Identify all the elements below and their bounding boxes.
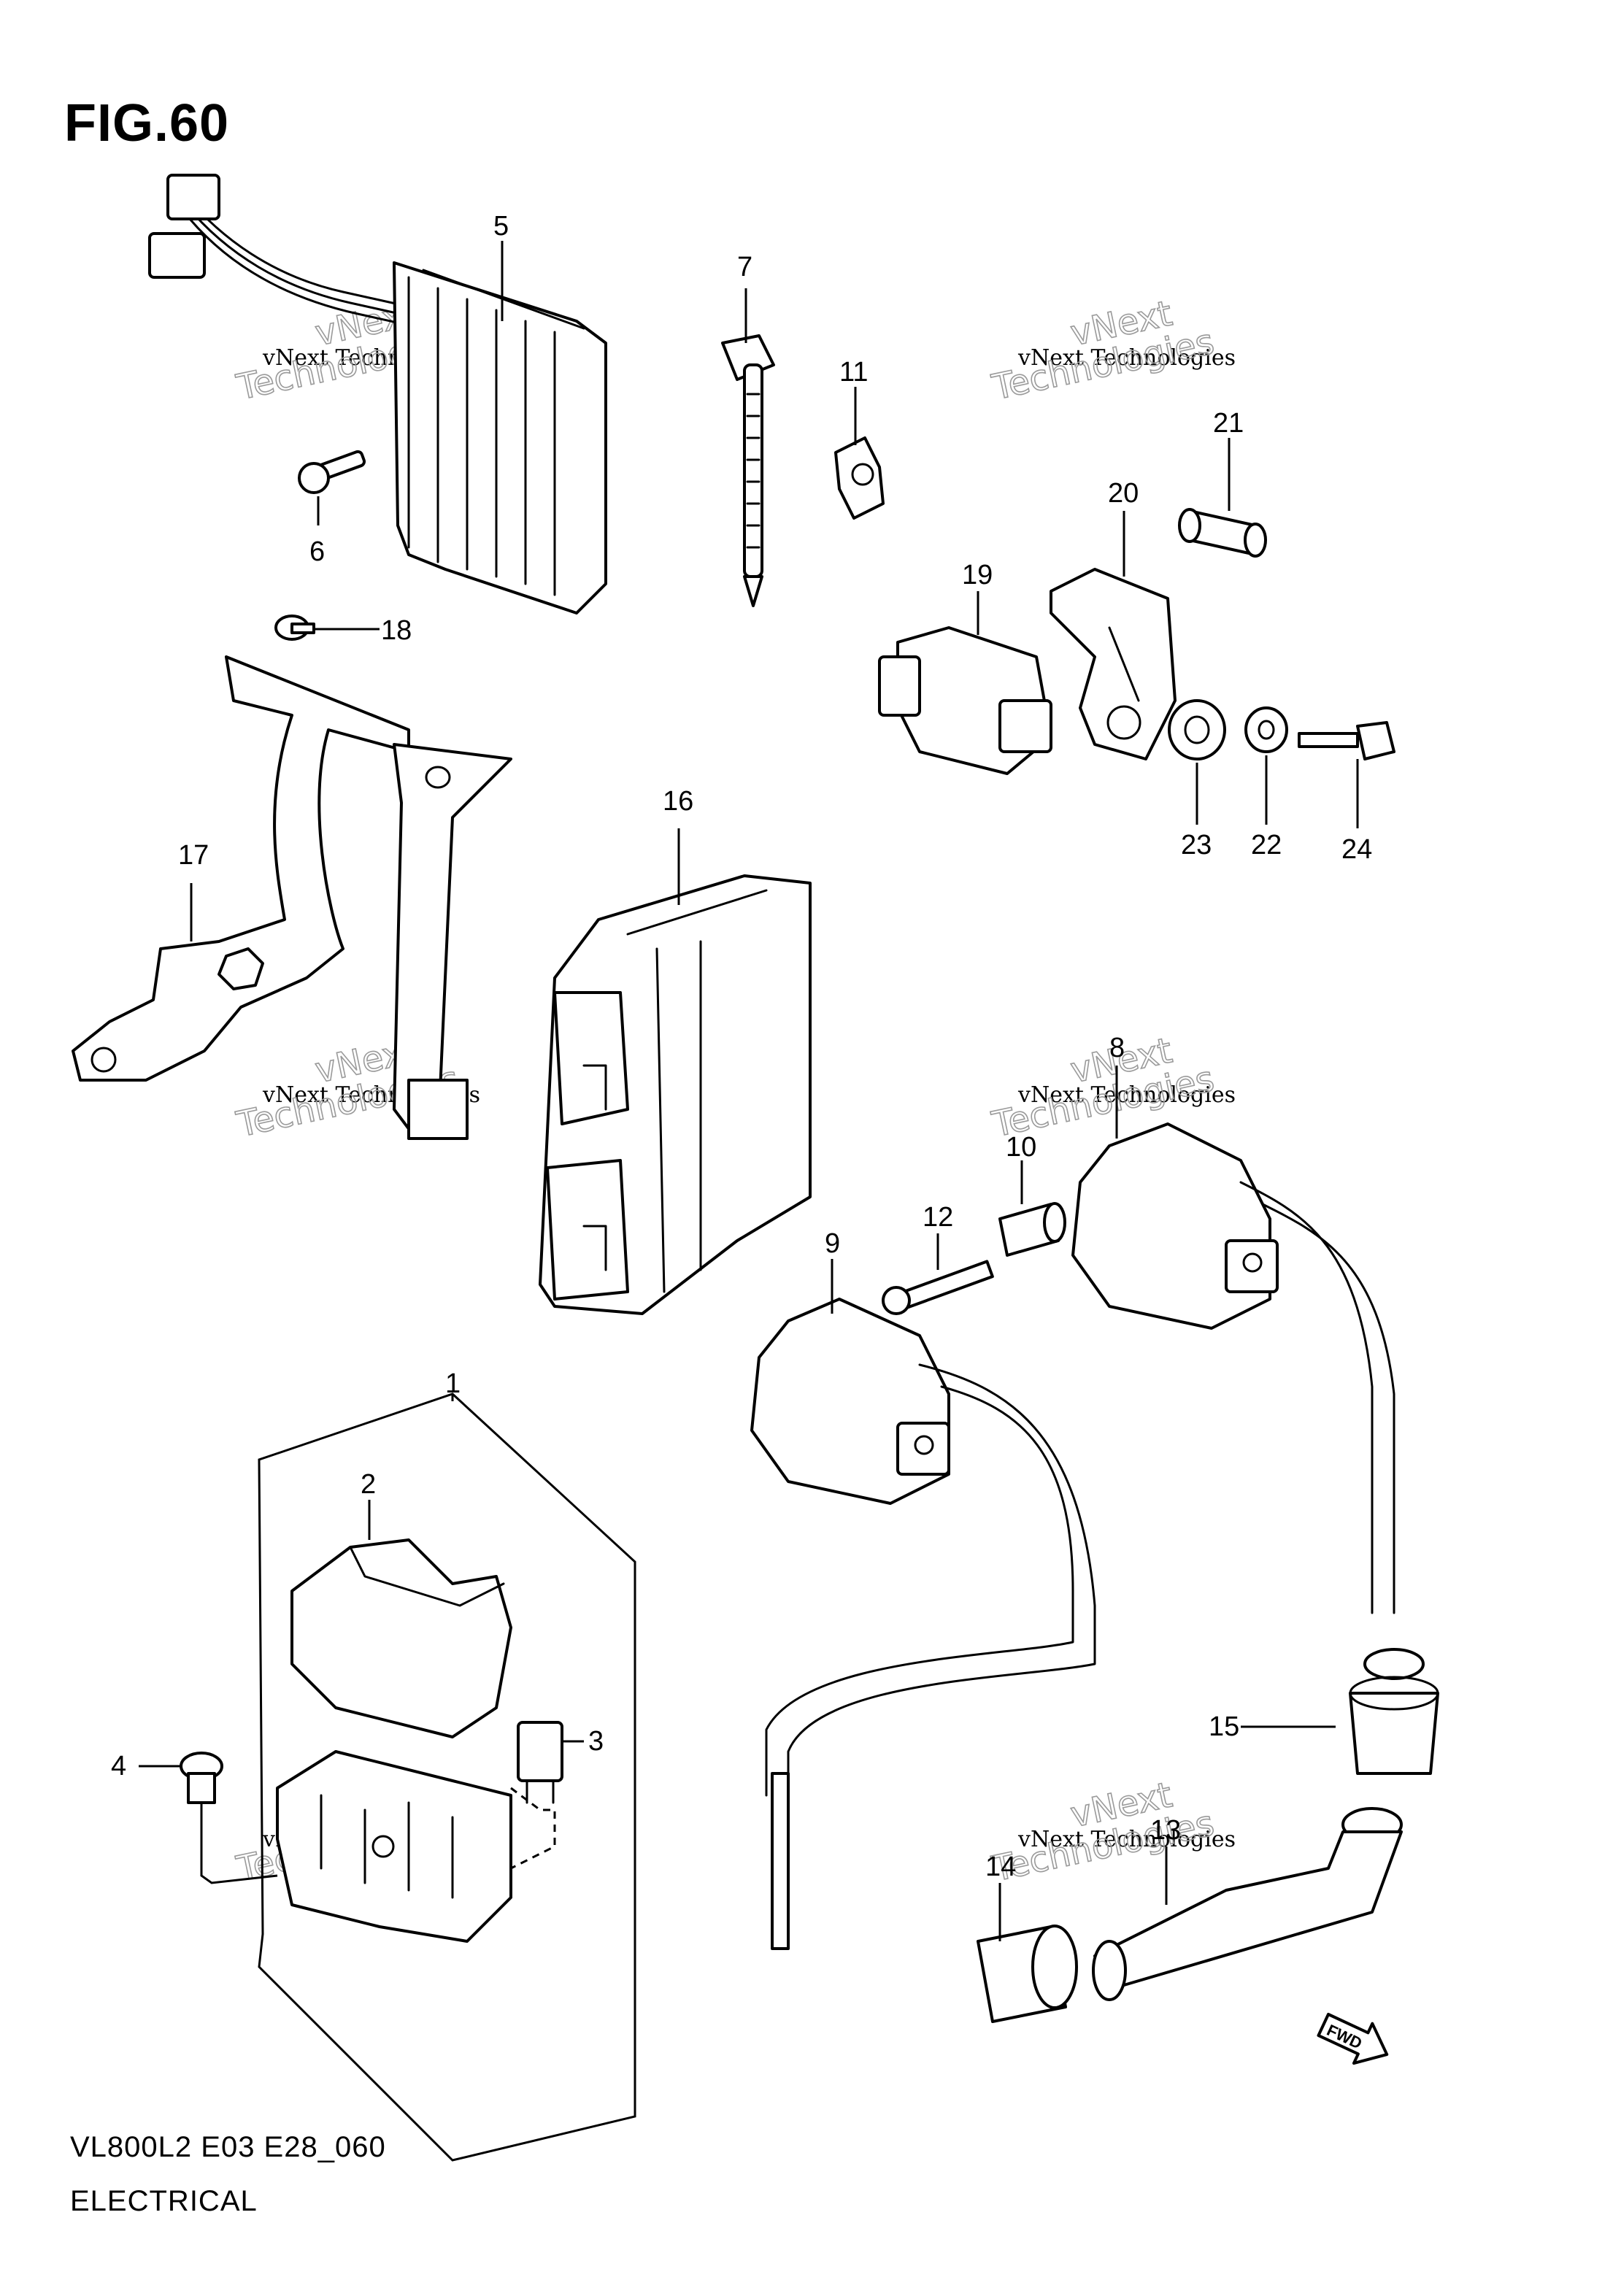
part-screw-4 — [180, 1752, 223, 1804]
part-clip-11 — [834, 436, 885, 520]
part-ignition-coil-8 — [1071, 1122, 1395, 1614]
part-bolt-24 — [1298, 721, 1395, 760]
svg-text:vNext Technologies: vNext Technologies — [1017, 1827, 1236, 1852]
callout-7: 7 — [737, 252, 752, 282]
model-code: VL800L2 E03 E28_060 — [70, 2131, 386, 2163]
callout-leaders — [139, 241, 1359, 1941]
leader-line — [510, 1787, 556, 1870]
callout-4: 4 — [111, 1751, 126, 1781]
callout-22: 22 — [1251, 830, 1282, 860]
part-ecm-bracket-17 — [72, 655, 512, 1140]
callout-12: 12 — [923, 1202, 953, 1233]
callout-1: 1 — [445, 1368, 461, 1399]
callout-8: 8 — [1109, 1033, 1125, 1063]
callout-13: 13 — [1150, 1815, 1181, 1846]
part-plug-cap-13 — [1092, 1807, 1403, 2001]
svg-text:vNext Technologies: vNext Technologies — [1017, 1082, 1236, 1108]
callout-10: 10 — [1006, 1132, 1036, 1163]
callout-2: 2 — [361, 1469, 376, 1500]
svg-text:vNext Technologies: vNext Technologies — [1017, 345, 1236, 371]
watermark: vNext Technologies Technologies vNext — [987, 293, 1236, 409]
callout-15: 15 — [1209, 1711, 1239, 1742]
section-name: ELECTRICAL — [70, 2185, 258, 2217]
part-ignition-coil-9 — [750, 1298, 1096, 1950]
forward-direction-icon: FWD — [1317, 2013, 1389, 2065]
part-fuse-box-base — [276, 1750, 512, 1943]
callout-5: 5 — [493, 211, 509, 242]
part-ring-14 — [977, 1925, 1078, 2023]
part-collar-21 — [1178, 508, 1267, 558]
callout-24: 24 — [1341, 834, 1372, 865]
part-washer-22 — [1244, 706, 1288, 753]
part-bolt-6 — [298, 450, 366, 494]
part-collar-10 — [998, 1202, 1066, 1257]
part-fuse-box-assembly-1 — [258, 1392, 636, 2162]
callout-19: 19 — [962, 560, 993, 590]
part-cap-15 — [1349, 1648, 1439, 1775]
part-cushion-23 — [1168, 699, 1226, 760]
figure-title: FIG.60 — [64, 94, 230, 153]
callout-23: 23 — [1181, 830, 1212, 860]
callout-20: 20 — [1108, 478, 1139, 509]
part-fuse-box-cover-2 — [290, 1538, 512, 1738]
callout-18: 18 — [381, 615, 412, 646]
leader-line — [200, 1803, 278, 1884]
callout-17: 17 — [178, 840, 209, 871]
part-cable-tie-7 — [721, 334, 775, 607]
callout-21: 21 — [1213, 408, 1244, 439]
callout-14: 14 — [985, 1852, 1016, 1882]
callout-6: 6 — [309, 536, 325, 567]
part-ecm-16 — [539, 874, 812, 1315]
callout-11: 11 — [839, 357, 868, 388]
callout-labels: 5 6 7 11 21 20 19 18 23 22 24 17 16 8 10… — [111, 211, 1372, 1882]
callout-3: 3 — [588, 1726, 604, 1757]
callout-9: 9 — [825, 1228, 840, 1259]
part-bracket-20 — [1050, 568, 1177, 760]
part-regulator-rectifier — [148, 174, 607, 615]
part-bolt-12 — [882, 1260, 994, 1315]
part-screw-18 — [274, 615, 315, 641]
watermark: vNext Technologies Technologies vNext — [987, 1774, 1236, 1891]
callout-16: 16 — [663, 786, 693, 817]
part-relay-19 — [878, 626, 1052, 775]
part-fuse-3 — [517, 1721, 563, 1804]
